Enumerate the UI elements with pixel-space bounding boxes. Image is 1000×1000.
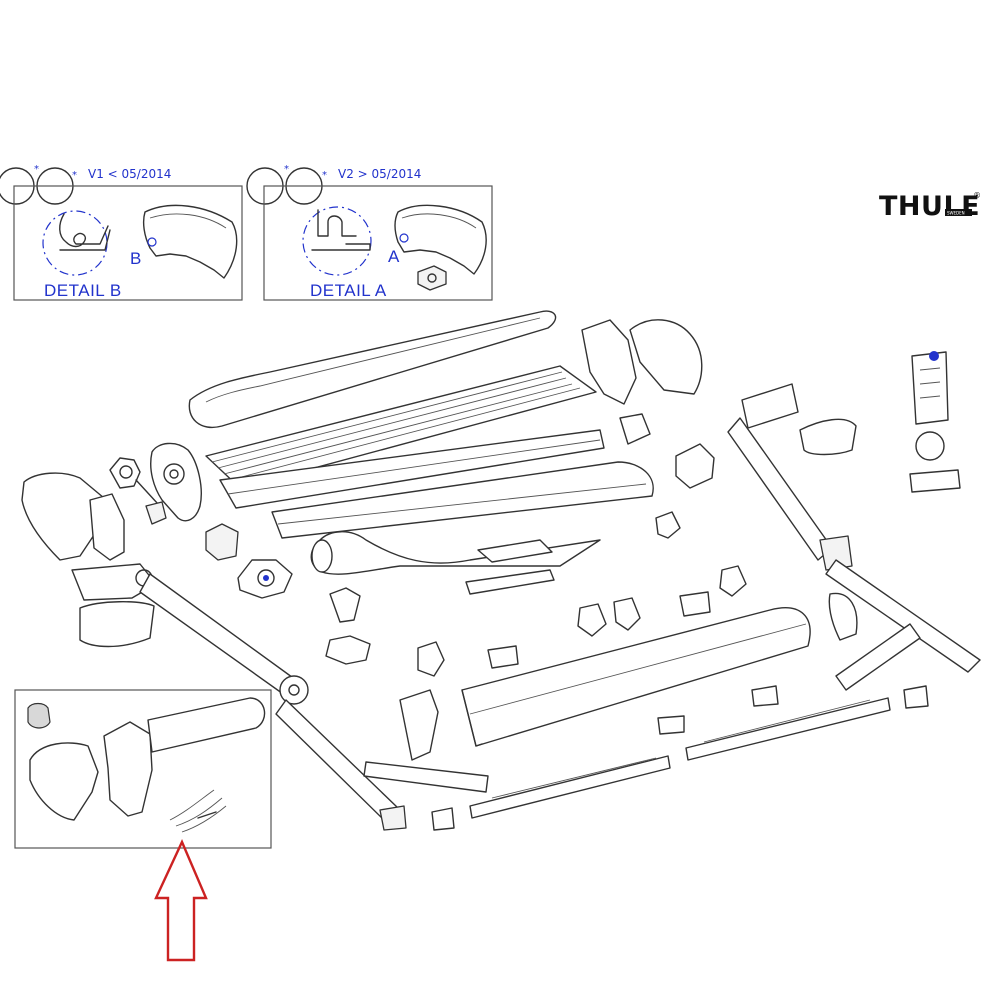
detail-circle-a (302, 206, 372, 276)
wall-bracket-right (909, 351, 961, 493)
callout-letter-a: A (388, 247, 400, 266)
left-arm (71, 563, 407, 831)
center-parts (325, 443, 929, 831)
callout-point-a (399, 233, 409, 243)
end-plug-part (27, 702, 51, 729)
detail-label-a: DETAIL A (310, 281, 387, 300)
inset-motor-detail (14, 689, 272, 849)
bottom-rails (363, 697, 891, 819)
inset-frame-v2 (263, 185, 493, 301)
callout-point-b (147, 237, 157, 247)
marker-star: * (284, 164, 289, 175)
inset-frame-v1 (13, 185, 243, 301)
up-arrow-icon (154, 839, 208, 962)
marker-star: * (72, 170, 77, 181)
motor-head-right (741, 383, 799, 429)
inset-v2-detail-a: * * V2 > 05/2014 DETAIL A A (246, 164, 493, 301)
left-end-assembly (21, 442, 293, 599)
motor-tube (147, 697, 266, 753)
motor-end-cover (29, 742, 99, 821)
motor-cable-icon (169, 789, 227, 833)
logo-tagline: SWEDEN (947, 211, 965, 216)
fabric-roller (310, 531, 601, 575)
right-arm (727, 383, 981, 691)
inset-frame-motor (14, 689, 272, 849)
clip-part-1 (205, 523, 239, 561)
coupling-part-left (145, 501, 167, 525)
inset-v1-detail-b: * * V1 < 05/2014 DETAIL B B (0, 164, 243, 301)
gear-part-left (109, 457, 141, 489)
small-block-part (417, 265, 447, 291)
arm-end-cover-left (21, 472, 105, 561)
profile-hook-a (317, 209, 357, 237)
front-lead-bar (461, 607, 811, 747)
detail-label-b: DETAIL B (44, 281, 122, 300)
right-end-caps (581, 319, 703, 445)
version-label-v2: V2 > 05/2014 (338, 167, 421, 181)
fabric-front-bar (271, 461, 654, 539)
motor-cover-right (799, 418, 857, 456)
profile-hook-b (59, 213, 109, 248)
thule-logo: THULE ® SWEDEN (879, 191, 981, 222)
roller-tube-profile (205, 365, 605, 509)
bracket-left (89, 493, 125, 561)
marker-star: * (34, 164, 39, 175)
motor-bracket (103, 721, 153, 817)
top-cover (188, 310, 557, 429)
logo-tag-bar (945, 209, 972, 216)
profile-rail-b (59, 229, 111, 251)
end-cap-v1 (142, 204, 238, 279)
motor-cover-left (79, 601, 155, 648)
registered-mark: ® (973, 191, 981, 200)
marker-star: * (322, 170, 327, 181)
version-label-v1: V1 < 05/2014 (88, 167, 171, 181)
logo-text: THULE (879, 191, 980, 222)
callout-letter-b: B (130, 249, 142, 268)
end-cap-v2 (394, 204, 487, 275)
